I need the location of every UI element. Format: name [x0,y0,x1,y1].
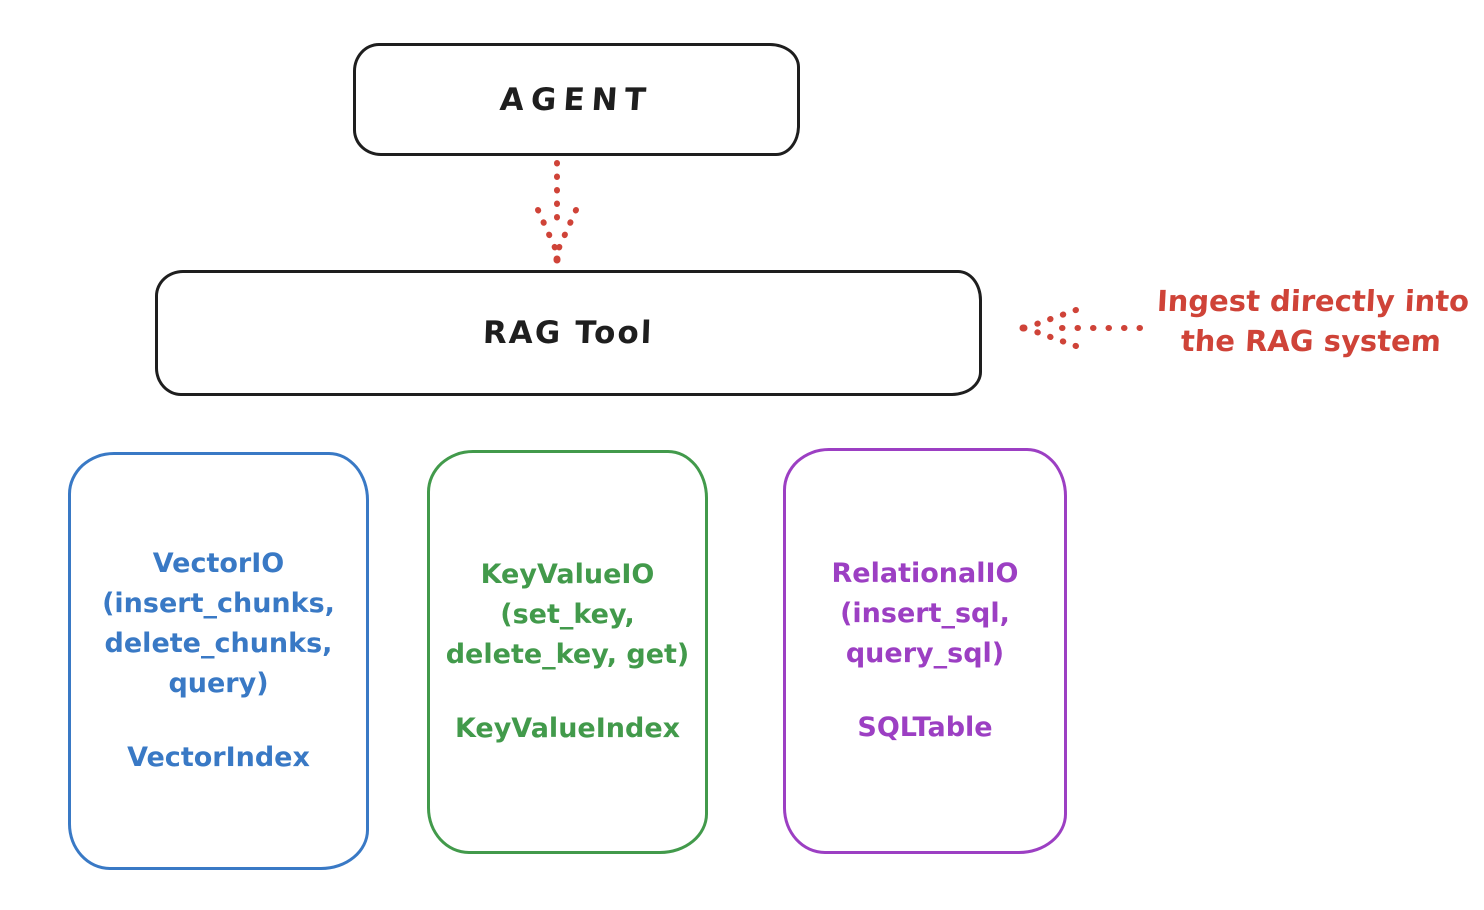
io-line: VectorIO [152,548,285,579]
ingest-annotation-line1: Ingest directly into [1156,284,1471,318]
keyvalue-io-node: KeyValueIO (set_key, delete_key, get) Ke… [427,450,708,854]
vector-io-lines: VectorIO (insert_chunks, delete_chunks, … [102,544,335,704]
rag-tool-node: RAG Tool [155,270,982,396]
vector-index-label: VectorIndex [127,742,310,773]
agent-node-label: AGENT [498,81,655,118]
agent-node: AGENT [353,43,800,156]
io-line: query_sql) [845,638,1005,669]
keyvalue-index-label: KeyValueIndex [454,713,681,744]
io-line: delete_chunks, [104,628,333,659]
sql-table-label: SQLTable [857,712,993,743]
io-line: query) [168,668,269,699]
io-line: (insert_chunks, [102,588,335,619]
io-line: (set_key, [500,599,635,630]
keyvalue-io-lines: KeyValueIO (set_key, delete_key, get) [446,555,690,675]
io-line: (insert_sql, [840,598,1010,629]
io-line: KeyValueIO [480,559,655,590]
vector-io-node: VectorIO (insert_chunks, delete_chunks, … [68,452,369,870]
relational-io-node: RelationalIO (insert_sql, query_sql) SQL… [783,448,1067,854]
relational-io-lines: RelationalIO (insert_sql, query_sql) [832,554,1019,674]
rag-tool-node-label: RAG Tool [482,315,655,351]
ingest-annotation-line2: the RAG system [1179,324,1442,358]
io-line: delete_key, get) [445,639,690,670]
io-line: RelationalIO [831,558,1019,589]
ingest-annotation: Ingest directly into the RAG system [1138,281,1484,361]
ingest-arrow-icon [1012,303,1147,353]
agent-to-rag-arrow-icon [527,160,587,268]
